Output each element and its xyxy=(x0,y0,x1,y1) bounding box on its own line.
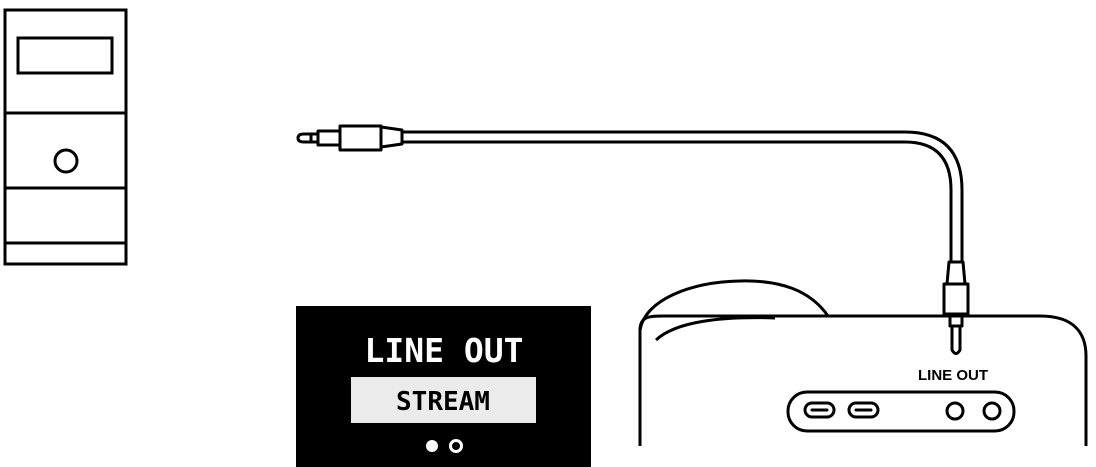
page-dot-active xyxy=(426,440,438,452)
port-panel xyxy=(786,390,1016,433)
device-display-screen: LINE OUT STREAM xyxy=(296,306,591,467)
line-out-jack-icon xyxy=(945,401,965,421)
display-selected-option: STREAM xyxy=(396,387,490,417)
audio-interface-icon xyxy=(638,279,1088,446)
display-selection-highlight xyxy=(351,377,536,423)
amplifier-speaker-icon xyxy=(3,8,128,266)
amplifier-display-icon xyxy=(16,36,114,75)
page-dot-inactive xyxy=(449,439,463,453)
line-out-port-label: LINE OUT xyxy=(918,367,988,384)
audio-cable-3.5mm-icon xyxy=(296,124,970,355)
cable-plug-left-icon xyxy=(296,124,404,152)
headphone-jack-icon xyxy=(982,401,1002,421)
amplifier-knob-icon xyxy=(53,148,79,174)
cable-plug-right-icon xyxy=(942,260,970,355)
display-title: LINE OUT xyxy=(365,331,524,370)
display-page-indicator xyxy=(426,439,463,453)
usb-c-port-icon xyxy=(847,401,880,419)
usb-c-port-icon xyxy=(803,401,836,419)
